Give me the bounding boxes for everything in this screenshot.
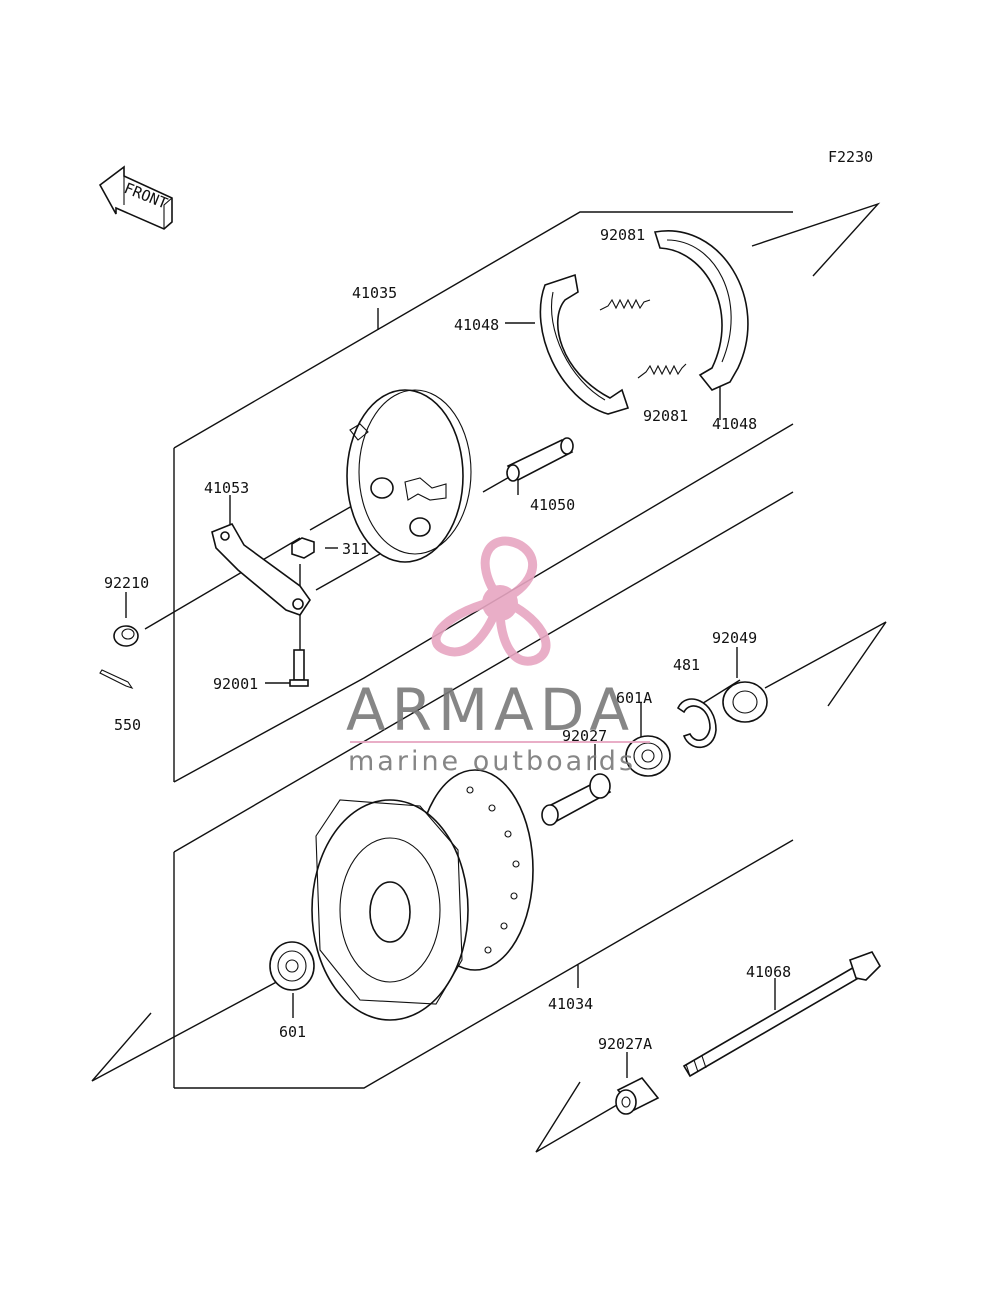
label-92081-upper: 92081 (600, 226, 645, 244)
label-92081-lower: 92081 (643, 407, 688, 425)
front-arrow-icon: FRONT (98, 165, 173, 230)
brake-camshaft (506, 437, 574, 482)
spring-upper-icon (599, 298, 651, 311)
diagram-code: F2230 (828, 148, 873, 166)
label-41053: 41053 (204, 479, 249, 497)
label-92049: 92049 (712, 629, 757, 647)
watermark: ARMADA marine outboards (346, 536, 650, 777)
spring-lower-icon (637, 363, 687, 379)
label-41050: 41050 (530, 496, 575, 514)
cotter-pin-550-icon (99, 669, 134, 690)
watermark-tagline: marine outboards (348, 746, 636, 777)
axle-41068 (682, 951, 881, 1078)
brake-lever (211, 522, 311, 616)
wheel-hub (311, 769, 534, 1021)
label-550: 550 (114, 716, 141, 734)
armada-propeller-logo-icon (431, 536, 551, 666)
logo-hub-icon (482, 585, 518, 621)
label-481: 481 (673, 656, 700, 674)
label-41034: 41034 (548, 995, 593, 1013)
seal-92049-icon (722, 681, 768, 723)
circlip-481-icon (676, 698, 717, 749)
axis-lines (125, 308, 776, 1078)
brake-shoe-right (653, 230, 749, 391)
nut-311-icon (291, 537, 315, 559)
label-41068: 41068 (746, 963, 791, 981)
bearing-601a-icon (625, 735, 671, 777)
label-92210: 92210 (104, 574, 149, 592)
part-labels: 41035 92081 41048 92081 41048 41053 4105… (104, 226, 791, 1053)
brake-panel-assembly-outline (173, 202, 881, 783)
spacer-92027a-icon (615, 1076, 660, 1115)
hub-spoke-holes (466, 786, 520, 954)
spacer-92027-icon (541, 773, 612, 826)
label-41048-left: 41048 (454, 316, 499, 334)
brake-panel (346, 389, 472, 563)
bolt-92001-icon (289, 649, 309, 687)
label-92027: 92027 (562, 727, 607, 745)
seal-92210-icon (113, 625, 139, 647)
label-311: 311 (342, 540, 369, 558)
brake-shoe-left (539, 273, 630, 415)
label-601: 601 (279, 1023, 306, 1041)
hub-assembly-outline (91, 491, 887, 1153)
label-92001: 92001 (213, 675, 258, 693)
label-601a: 601A (616, 689, 652, 707)
label-41048-right: 41048 (712, 415, 757, 433)
label-41035: 41035 (352, 284, 397, 302)
bearing-601-icon (269, 941, 315, 991)
label-92027a: 92027A (598, 1035, 652, 1053)
watermark-brand: ARMADA (346, 676, 635, 744)
